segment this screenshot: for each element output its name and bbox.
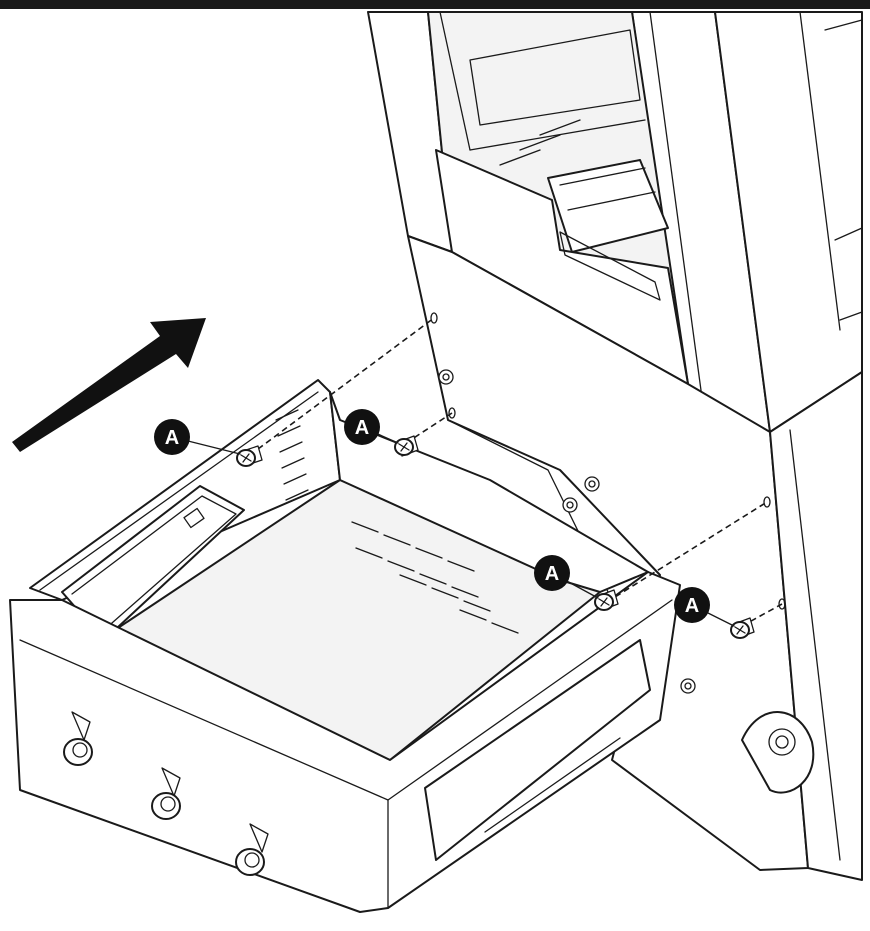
screw [730,617,755,639]
insert-direction-arrow-icon [12,318,206,452]
lower-panel [407,235,863,881]
alignment-guides [249,317,783,627]
svg-text:A: A [685,595,699,617]
control-knob [63,711,93,766]
control-knob [235,823,269,876]
callout-badge-a: A [534,555,570,591]
screw [394,435,419,457]
screw [236,445,263,467]
svg-text:A: A [545,563,559,585]
top-border [0,0,870,9]
control-knob [151,767,181,820]
drawer-assembly [9,379,681,913]
screw [594,589,619,611]
callout-badge-a: A [344,409,380,445]
callout-badge-a: A [674,587,710,623]
svg-text:A: A [355,417,369,439]
callout-badge-a: A [154,419,190,455]
svg-text:A: A [165,427,179,449]
cabinet-body [367,11,863,433]
